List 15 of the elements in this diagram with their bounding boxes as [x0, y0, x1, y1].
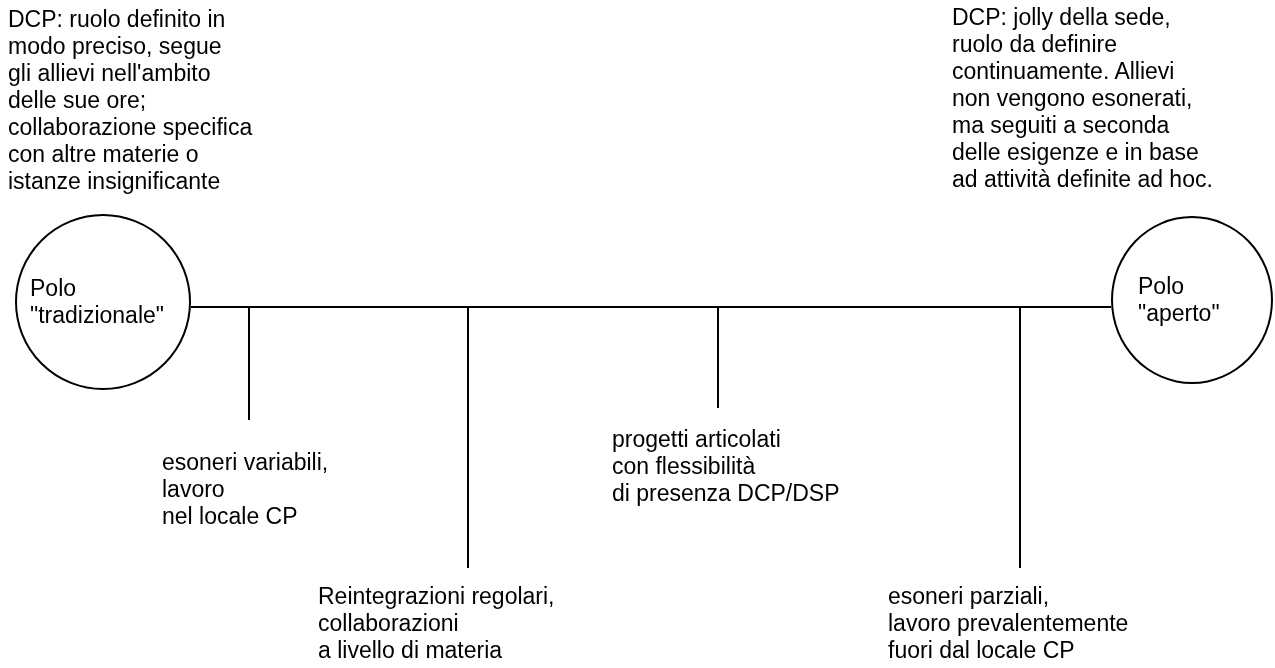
pole-label: Polo "aperto" — [1138, 273, 1220, 327]
scale-note: esoneri variabili, lavoro nel locale CP — [162, 449, 329, 530]
scale-note: Reintegrazioni regolari, collaborazioni a livello di materia — [318, 583, 555, 664]
leader-line — [1019, 306, 1021, 569]
pole-description: DCP: ruolo definito in modo preciso, segue gli allievi nell'ambito delle sue ore; collaborazione specifica con altre materie o istanze insignificante — [8, 6, 253, 195]
pole-label: Polo "tradizionale" — [30, 275, 164, 329]
pole-circle — [1111, 216, 1273, 384]
scale-line — [190, 306, 1112, 308]
scale-note: progetti articolati con flessibilità di presenza DCP/DSP — [612, 426, 840, 507]
pole-description: DCP: jolly della sede, ruolo da definire continuamente. Allievi non vengono esonerati, ma seguiti a seconda delle esigenze e in base ad attività definite ad hoc. — [952, 4, 1213, 193]
leader-line — [717, 306, 719, 409]
leader-line — [248, 306, 250, 421]
leader-line — [467, 306, 469, 569]
scale-note: esoneri parziali, lavoro prevalentemente fuori dal locale CP — [888, 583, 1129, 664]
pole-circle — [15, 214, 191, 390]
